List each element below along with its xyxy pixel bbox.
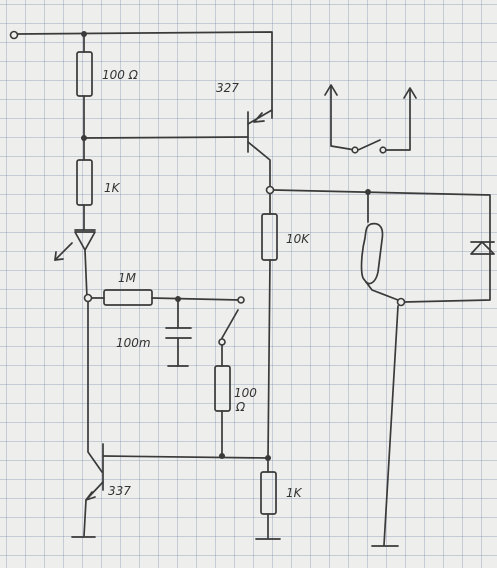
relay-contacts (324, 84, 417, 154)
resistor-1k-upper (76, 137, 93, 231)
resistor-1k-lower-body (260, 471, 277, 515)
base-bias-wire (102, 455, 269, 459)
resistor-100-ohm-top-body (76, 51, 93, 97)
label-100-ohm-top: 100 Ω (102, 68, 139, 82)
resistor-1k-lower (255, 457, 281, 540)
resistor-100-ohm-middle-body (214, 365, 231, 412)
label-10k: 10K (286, 232, 310, 246)
resistor-100-ohm-top (76, 33, 93, 139)
label-1k-lower: 1K (286, 486, 303, 500)
transistor-327-collector (247, 141, 271, 189)
led-triangle (74, 231, 96, 251)
switch-contact-bottom (218, 338, 226, 346)
component-labels: 100 Ω 327 1K 1M 100m 100 Ω 10K 1K 337 (102, 68, 310, 500)
led (54, 229, 96, 299)
contact-terminal-right (379, 146, 387, 154)
label-100m: 100m (116, 336, 151, 350)
transistor-337-emitter (83, 481, 104, 537)
label-1m: 1M (118, 271, 137, 285)
timing-node (83, 293, 93, 303)
led-emission-arrow (54, 242, 73, 261)
wire-to-337-collector (87, 301, 103, 473)
contact-blade (357, 139, 381, 151)
diode-triangle (470, 241, 495, 255)
supply-wire (17, 31, 273, 119)
resistor-1m (91, 289, 241, 306)
resistor-100-ohm-middle (214, 365, 231, 457)
label-100-ohm-middle-bottom: Ω (235, 400, 246, 414)
supply-terminal (9, 30, 19, 40)
flyback-diode (470, 241, 495, 255)
contact-terminal-left (351, 146, 359, 154)
push-switch (218, 296, 245, 367)
contact-arrow-right (403, 87, 417, 99)
output-node (265, 185, 275, 195)
relay-coil-body (360, 222, 384, 285)
output-wire (273, 189, 491, 303)
transistor-327-emitter (247, 109, 273, 125)
label-327: 327 (216, 81, 239, 95)
mid-resistor-junction (219, 453, 225, 459)
contact-wire-left (330, 86, 356, 151)
transistor-337 (71, 443, 104, 538)
switch-lever (221, 309, 239, 339)
label-337: 337 (108, 484, 131, 498)
ground-wire-relay (383, 305, 399, 546)
relay-coil (360, 191, 399, 301)
resistor-1k-upper-body (76, 159, 93, 206)
transistor-327 (247, 109, 273, 189)
resistor-10k (261, 193, 278, 459)
switch-contact-top (237, 296, 245, 304)
capacitor-100m (165, 298, 192, 367)
supply-rail (9, 30, 273, 119)
contact-wire-right (385, 89, 411, 151)
wire-to-327-base (83, 136, 249, 139)
label-1k-upper: 1K (104, 181, 121, 195)
relay-bottom-node (396, 297, 406, 307)
contact-arrow-left (324, 84, 338, 96)
resistor-1m-body (103, 289, 153, 306)
resistor-10k-body (261, 213, 278, 261)
label-100-ohm-middle-top: 100 (234, 386, 257, 400)
